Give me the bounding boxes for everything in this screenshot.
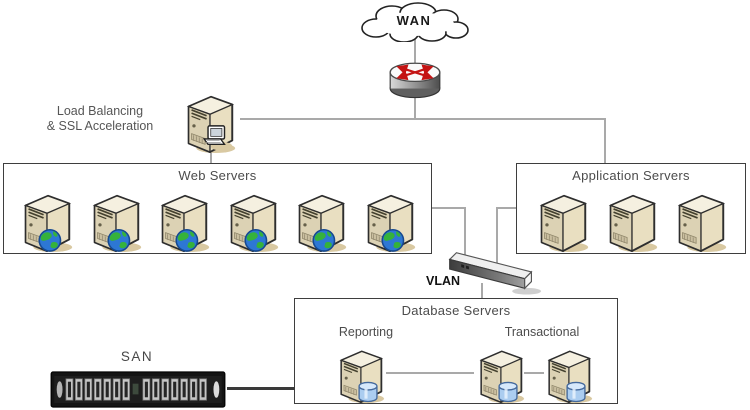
connector-san-dbservers [227,387,295,390]
wan-label: WAN [396,13,432,28]
connector-transactional-pair [524,372,544,374]
vlan-switch-icon [449,252,542,296]
reporting-label: Reporting [338,325,394,339]
web-servers-title: Web Servers [178,168,257,183]
connector-appservers-switch-h [496,207,517,209]
connector-webservers-switch-h [432,207,466,209]
app-server-icon [540,194,590,253]
reporting-servers-row [334,347,386,404]
web-server-icon [24,194,74,253]
db-server-icon [548,350,593,404]
connector-loadbalancer-webservers [210,147,212,164]
connector-appservers-switch-v [496,207,498,267]
web-server-icon [299,194,348,253]
web-server-icon [93,194,142,253]
database-servers-title: Database Servers [401,303,511,318]
connector-switch-dbservers [481,283,483,299]
load-balancer-icon [187,95,237,154]
app-server-icon [609,194,659,253]
web-server-icon [161,194,211,253]
load-balancer-label-line1: Load Balancing [56,104,144,118]
web-servers-row [17,191,418,253]
load-balancer-label: Load Balancing & SSL Acceleration [20,104,180,134]
web-server-icon [367,194,417,253]
application-servers-title: Application Servers [572,168,690,183]
db-server-icon [340,350,385,404]
application-servers-row [533,191,729,253]
app-server-icon [678,194,728,253]
load-balancer-label-line2: & SSL Acceleration [46,119,154,133]
connector-trunk-appservers [604,118,606,164]
san-device-icon [48,371,228,408]
web-server-icon [230,194,279,253]
web-servers-box: Web Servers [3,163,432,254]
connector-trunk [240,118,606,120]
router-icon [386,58,444,100]
vlan-label: VLAN [425,274,461,288]
connector-webservers-switch-v [464,207,466,262]
san-label: SAN [120,349,154,364]
transactional-label: Transactional [504,325,580,339]
application-servers-box: Application Servers [516,163,746,254]
connector-reporting-transactional [386,372,474,374]
db-server-icon [480,350,525,404]
transactional-servers-row [474,347,594,404]
